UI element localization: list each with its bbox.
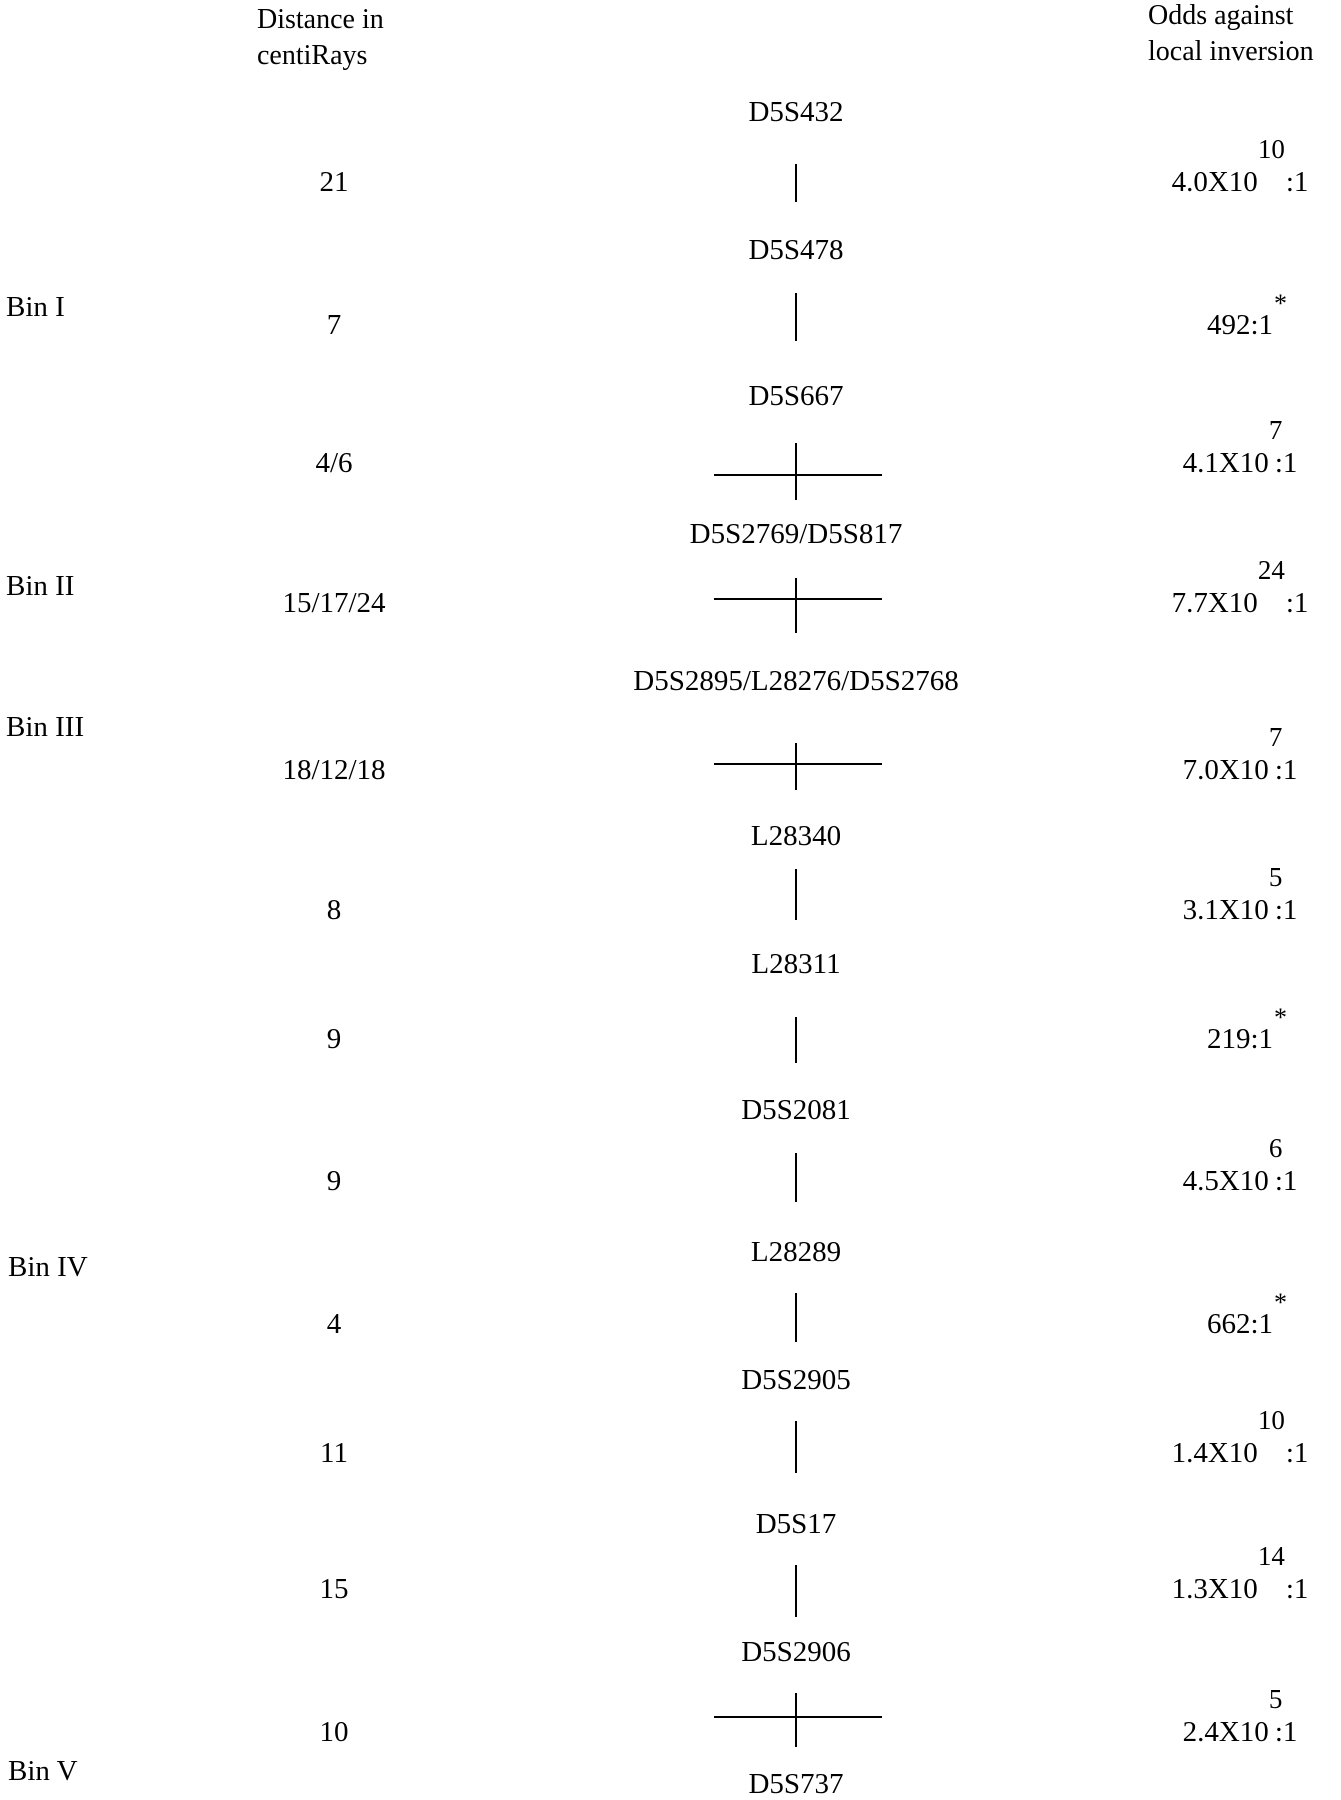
distance-value: 15/17/24 (282, 587, 386, 619)
marker-label: D5S667 (748, 380, 844, 412)
interval-line (795, 1421, 797, 1473)
marker-label: D5S2769/D5S817 (689, 518, 903, 550)
distance-value: 9 (326, 1165, 342, 1197)
marker-label: D5S17 (755, 1508, 837, 1540)
odds-column-header: Odds against local inversion (1148, 0, 1314, 67)
odds-asterisk: * (1274, 289, 1288, 318)
distance-value: 4/6 (315, 447, 353, 479)
odds-ratio: :1 (1285, 1573, 1309, 1605)
distance-value: 15 (319, 1573, 349, 1605)
odds-exponent: 5 (1268, 862, 1283, 892)
distance-value: 10 (319, 1716, 349, 1748)
odds-mantissa: 4.1X10 (1182, 447, 1269, 479)
odds-value: 219:1* (1206, 1005, 1287, 1055)
marker-label: L28340 (750, 820, 842, 852)
marker-label: D5S2906 (741, 1636, 851, 1668)
interval-line (795, 1565, 797, 1617)
odds-ratio: :1 (1274, 1716, 1298, 1748)
odds-exponent: 7 (1268, 415, 1283, 445)
interval-line (795, 578, 797, 633)
odds-mantissa: 219:1 (1206, 1023, 1274, 1055)
odds-mantissa: 1.4X10 (1171, 1437, 1258, 1469)
bin-label: Bin II (6, 570, 75, 602)
odds-mantissa: 4.0X10 (1171, 166, 1258, 198)
odds-ratio: :1 (1285, 166, 1309, 198)
interval-crossbar (714, 474, 882, 476)
interval-line (795, 164, 797, 202)
odds-exponent: 10 (1257, 1405, 1285, 1435)
odds-ratio: :1 (1274, 447, 1298, 479)
odds-mantissa: 7.7X10 (1171, 587, 1258, 619)
interval-line (795, 743, 797, 790)
interval-line (795, 1017, 797, 1063)
odds-exponent: 5 (1268, 1684, 1283, 1714)
bin-label: Bin III (6, 711, 85, 743)
interval-crossbar (714, 1716, 882, 1718)
marker-label: L28289 (750, 1236, 842, 1268)
odds-ratio: :1 (1274, 754, 1298, 786)
odds-exponent: 7 (1268, 722, 1283, 752)
odds-mantissa: 662:1 (1206, 1308, 1274, 1340)
odds-exponent: 24 (1257, 555, 1285, 585)
marker-label: D5S432 (748, 96, 844, 128)
odds-ratio: :1 (1274, 894, 1298, 926)
interval-line (795, 1293, 797, 1342)
distance-value: 4 (326, 1308, 342, 1340)
marker-label: D5S2895/L28276/D5S2768 (633, 665, 959, 697)
odds-mantissa: 3.1X10 (1182, 894, 1269, 926)
odds-mantissa: 2.4X10 (1182, 1716, 1269, 1748)
odds-mantissa: 4.5X10 (1182, 1165, 1269, 1197)
odds-value: 492:1* (1206, 291, 1287, 341)
marker-label: D5S2905 (741, 1364, 851, 1396)
interval-crossbar (714, 763, 882, 765)
odds-asterisk: * (1274, 1288, 1288, 1317)
odds-ratio: :1 (1285, 1437, 1309, 1469)
distance-column-header: Distance in centiRays (257, 4, 384, 71)
odds-ratio: :1 (1274, 1165, 1298, 1197)
interval-line (795, 443, 797, 500)
interval-line (795, 1693, 797, 1747)
distance-value: 9 (326, 1023, 342, 1055)
interval-crossbar (714, 598, 882, 600)
odds-exponent: 10 (1257, 134, 1285, 164)
distance-value: 21 (319, 166, 349, 198)
odds-ratio: :1 (1285, 587, 1309, 619)
distance-value: 18/12/18 (282, 754, 386, 786)
distance-value: 8 (326, 894, 342, 926)
odds-exponent: 6 (1268, 1133, 1283, 1163)
odds-value: 662:1* (1206, 1290, 1287, 1340)
odds-mantissa: 1.3X10 (1171, 1573, 1258, 1605)
interval-line (795, 293, 797, 341)
marker-label: D5S737 (748, 1768, 844, 1800)
bin-label: Bin V (8, 1755, 78, 1787)
odds-asterisk: * (1274, 1003, 1288, 1032)
interval-line (795, 869, 797, 920)
distance-value: 7 (326, 309, 342, 341)
odds-exponent: 14 (1257, 1541, 1285, 1571)
interval-line (795, 1153, 797, 1202)
marker-label: D5S2081 (741, 1094, 851, 1126)
odds-mantissa: 492:1 (1206, 309, 1274, 341)
marker-label: L28311 (751, 948, 841, 980)
distance-value: 11 (320, 1437, 348, 1469)
marker-label: D5S478 (748, 234, 844, 266)
bin-label: Bin IV (8, 1251, 88, 1283)
bin-label: Bin I (6, 291, 65, 323)
odds-mantissa: 7.0X10 (1182, 754, 1269, 786)
